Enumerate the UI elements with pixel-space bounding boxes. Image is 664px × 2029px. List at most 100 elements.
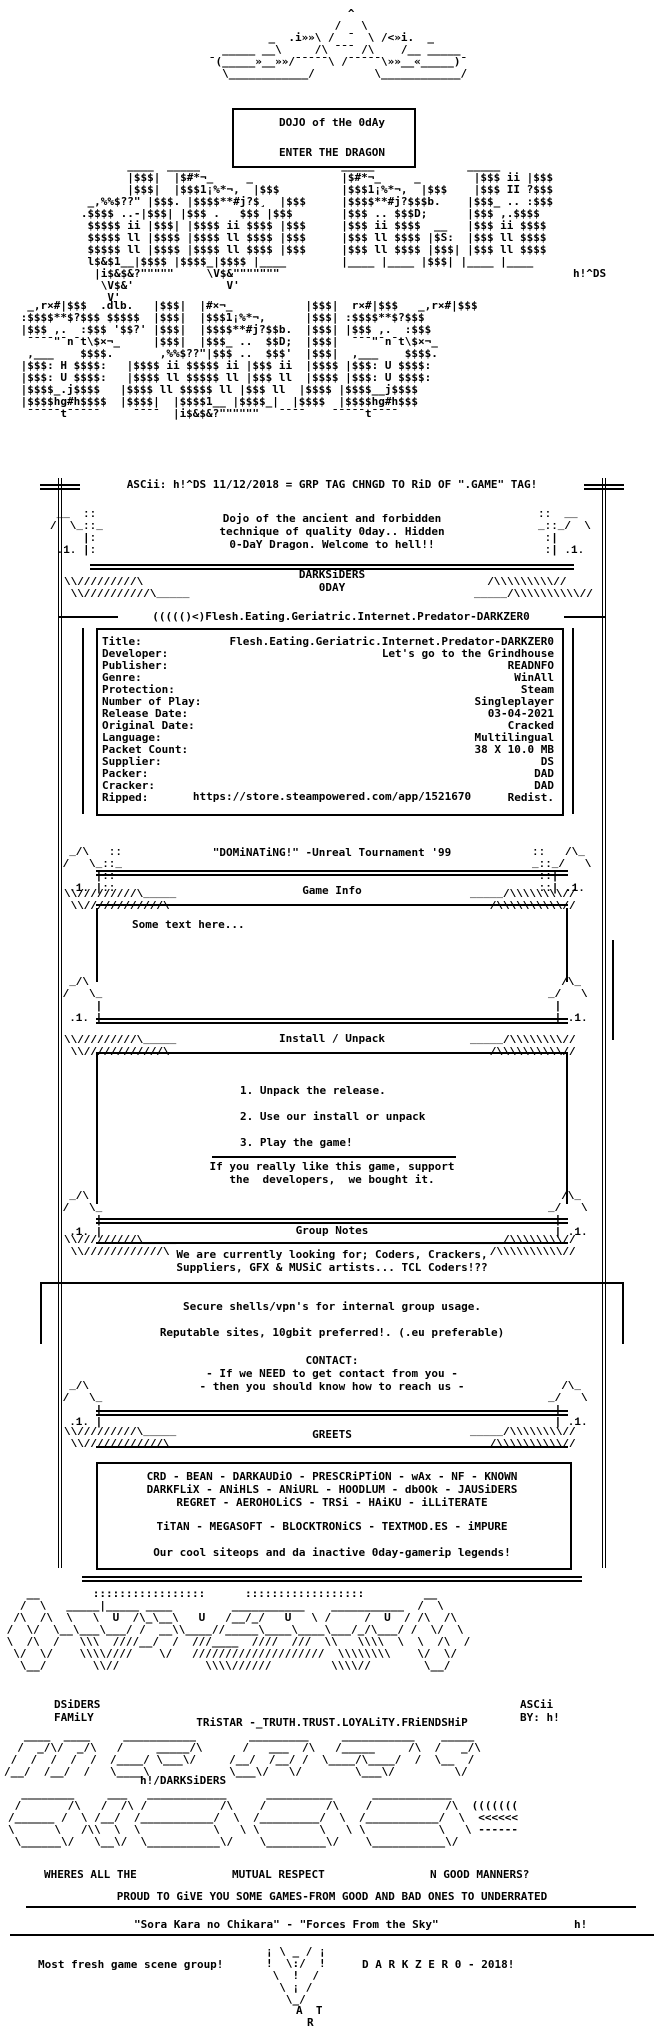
info-key: Ripped: — [102, 791, 149, 804]
store-link[interactable]: https://store.steampowered.com/app/15216… — [192, 790, 472, 803]
info-key: Developer: — [102, 647, 169, 660]
install-step-3: 3. Play the game! — [240, 1136, 353, 1149]
intro-line-2: technique of quality 0day.. Hidden — [219, 525, 445, 538]
install-title: Install / Unpack — [279, 1032, 385, 1045]
info-value: DAD — [534, 767, 554, 780]
dragon-scales-art-left: ____ _____ |$$$| |$#*¬_ _ |$$$| |$$$1¡%*… — [80, 159, 307, 304]
info-value: READNFO — [507, 659, 554, 672]
info-value: Multilingual — [474, 731, 554, 744]
game-info-title: Game Info — [302, 884, 362, 897]
notes-bar — [96, 1218, 568, 1224]
footer-ornament-art: __ ::::::::::::::::: :::::::::::::::::: … — [6, 1587, 471, 1672]
notes-under — [96, 1242, 568, 1244]
footer-sig: h! — [574, 1918, 588, 1931]
footer-respect: MUTUAL RESPECT — [232, 1868, 325, 1881]
notes-line-2: Suppliers, GFX & MUSiC artists... TCL Co… — [176, 1261, 488, 1274]
info-key: Publisher: — [102, 659, 169, 672]
release-banner: ((((()<)Flesh.Eating.Geriatric.Internet.… — [118, 610, 564, 623]
support-line-1: If you really like this game, support — [209, 1160, 455, 1173]
greets-line-4: TiTAN - MEGASOFT - BLOCKTRONiCS - TEXTMO… — [156, 1520, 508, 1533]
footer-by: BY: h! — [520, 1711, 560, 1724]
info-key: Cracker: — [102, 779, 155, 792]
group-name: DARKSiDERS — [298, 568, 366, 581]
release-info-box — [96, 628, 564, 816]
notes-frame-left — [40, 1282, 42, 1344]
install-step-1: 1. Unpack the release. — [240, 1084, 386, 1097]
group-bar-top — [90, 564, 574, 570]
greets-line-5: Our cool siteops and da inactive 0day-ga… — [153, 1546, 511, 1559]
footer-manners: N GOOD MANNERS? — [430, 1868, 530, 1881]
info-key: Original Date: — [102, 719, 195, 732]
info-value: Let's go to the Grindhouse — [381, 647, 554, 660]
page-title: DOJO of tHe 0dAy — [279, 116, 385, 129]
footer-artist: h!/DARKSiDERS — [140, 1774, 227, 1787]
info-left-rail — [82, 628, 84, 814]
main-frame-border — [58, 478, 606, 1568]
intro-line-1: Dojo of the ancient and forbidden — [222, 512, 442, 525]
greets-box — [96, 1462, 572, 1570]
corner-deco-right-2: :: /\_ _::_/ \ ::| ::| .1. — [532, 847, 592, 895]
notes-sites: Reputable sites, 10gbit preferred!. (.eu… — [159, 1326, 505, 1339]
info-value: WinAll — [514, 671, 554, 684]
corner-deco-right-1: :: __ _::_/ \ :| :| .1. — [538, 509, 591, 557]
support-line — [212, 1156, 456, 1158]
hatch-right-4: _____/\\\\\\\\// /\\\\\\\\\\// — [470, 1235, 576, 1259]
greets-bar — [96, 1410, 568, 1416]
hatch-right-1: /\\\\\\\\\// _____/\\\\\\\\\\// — [474, 577, 593, 601]
intro-line-3: 0-DaY Dragon. Welcome to hell!! — [229, 538, 435, 551]
rail-right-a — [566, 908, 568, 982]
info-key: Supplier: — [102, 755, 162, 768]
rail-left-b — [96, 1054, 98, 1204]
bottom-double-bar — [82, 1576, 582, 1582]
rail-right-c — [566, 1054, 568, 1204]
hatch-right-5: _____/\\\\\\\\// /\\\\\\\\\\// — [470, 1427, 576, 1451]
contact-line-1: - If we NEED to get contact from you - — [206, 1367, 458, 1380]
info-key: Packer: — [102, 767, 149, 780]
notes-title: Group Notes — [295, 1224, 369, 1237]
info-key: Number of Play: — [102, 695, 202, 708]
footer-wave-art-2: ________ ___ ____________ __________ ___… — [8, 1787, 518, 1848]
info-value: DS — [540, 755, 554, 768]
info-key: Language: — [102, 731, 162, 744]
info-value: Steam — [520, 683, 554, 696]
game-info-text: Some text here... — [132, 918, 245, 931]
title-plaque — [232, 108, 416, 168]
page-subtitle: ENTER THE DRAGON — [279, 146, 385, 159]
corner-deco-left-4: _/\ / \_ | .1. | — [62, 1191, 103, 1239]
game-info-under — [96, 904, 568, 906]
footer-dsiders: DSiDERS — [54, 1698, 101, 1711]
info-value: 03-04-2021 — [487, 707, 554, 720]
greets-line-2: DARKFLiX - ANiHLS - ANiURL - HOODLUM - d… — [146, 1483, 518, 1496]
dragon-body-art: _,r×#|$$$ .dlb. |$$$| |#×¬_ |$$$| r×#|$$… — [20, 299, 478, 420]
footer-ascii: ASCii — [520, 1698, 554, 1711]
info-value: 38 X 10.0 MB — [474, 743, 554, 756]
info-value: Redist. — [507, 791, 554, 804]
footer-air: A T — [296, 2004, 323, 2017]
temple-roof-art: ^ / \ _ .i»»\ / ¯ \ /<»i. _ _____ __\ /\… — [208, 7, 468, 80]
group-sub: 0DAY — [318, 581, 346, 594]
greets-line-3: REGRET - AEROHOLiCS - TRSi - HAiKU - iLL… — [176, 1496, 488, 1509]
footer-air2: R — [307, 2016, 314, 2029]
install-step-2: 2. Use our install or unpack — [240, 1110, 426, 1123]
notes-shells: Secure shells/vpn's for internal group u… — [182, 1300, 481, 1313]
corner-deco-left-5: _/\ / \_ | .1. | — [62, 1381, 103, 1429]
info-value: Flesh.Eating.Geriatric.Internet.Predator… — [229, 635, 554, 648]
corner-deco-left-3: _/\ / \_ | .1. | — [62, 977, 103, 1025]
footer-line-2 — [10, 1934, 654, 1936]
corner-deco-right-4: /\_ _/ \ | | .1. — [548, 1191, 588, 1239]
contact-title: CONTACT: — [305, 1354, 359, 1367]
tag-line: ASCii: h!^DS 11/12/2018 = GRP TAG CHNGD … — [80, 478, 584, 491]
footer-motto: TRiSTAR -_TRUTH.TRUST.LOYALiTY.FRiENDSHi… — [196, 1716, 468, 1729]
greets-line-1: CRD - BEAN - DARKAUDiO - PRESCRiPTiON - … — [146, 1470, 518, 1483]
install-under — [96, 1052, 568, 1054]
info-key: Protection: — [102, 683, 175, 696]
info-value: Cracked — [507, 719, 554, 732]
contact-line-2: - then you should know how to reach us - — [199, 1380, 465, 1393]
footer-brand: D A R K Z E R 0 - 2018! — [362, 1958, 515, 1971]
corner-deco-left-1: __ :: / \_::_ |: .1. |: — [50, 509, 103, 557]
rail-right-b — [612, 940, 614, 1040]
greets-under — [96, 1446, 568, 1448]
corner-deco-right-5: /\_ _/ \ | | .1. — [548, 1381, 588, 1429]
notes-frame-right — [622, 1282, 624, 1344]
